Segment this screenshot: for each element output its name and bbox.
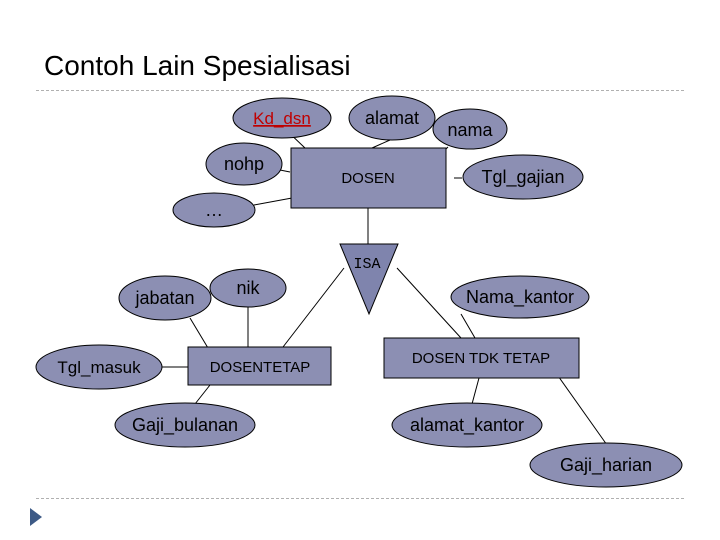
attribute-ellipsis-label: … — [205, 200, 223, 220]
entity-dosen — [290, 147, 447, 209]
entity-dosentetap — [187, 346, 332, 386]
attribute-alamat — [348, 95, 436, 141]
entity-dosen-tdk-tetap — [383, 337, 580, 379]
attribute-alamat-kantor-label: alamat_kantor — [410, 415, 524, 436]
line-alamat-dosen — [371, 139, 391, 149]
attribute-tgl-gajian — [462, 154, 584, 200]
attribute-kd-dsn — [232, 97, 332, 139]
slide-title: Contoh Lain Spesialisasi — [44, 50, 351, 81]
attribute-gaji-bulanan — [114, 402, 256, 448]
attribute-nik — [209, 268, 287, 308]
entity-dosen-label: DOSEN — [341, 170, 394, 187]
line-ellipsis-dosen — [253, 197, 293, 206]
attribute-alamat-kantor — [391, 402, 543, 448]
attribute-kd-dsn-label: Kd_dsn — [253, 109, 311, 128]
attribute-gaji-bulanan-label: Gaji_bulanan — [132, 415, 238, 436]
attribute-tgl-masuk — [35, 344, 163, 390]
title-divider — [36, 90, 684, 91]
attribute-nik-label: nik — [236, 278, 260, 298]
slide-bullet-icon — [30, 508, 42, 526]
line-isa-dosentdktetap — [396, 267, 462, 339]
relationship-lines — [162, 127, 608, 446]
attribute-alamat-label: alamat — [365, 108, 419, 128]
isa-triangle — [339, 243, 399, 316]
attribute-jabatan-label: jabatan — [134, 288, 194, 308]
line-isa-dosentetap — [282, 267, 345, 348]
attribute-jabatan — [118, 275, 212, 321]
line-alamatkantor-dosentdktetap — [471, 377, 480, 405]
line-nohp-dosen — [279, 169, 291, 173]
attribute-nama-kantor-label: Nama_kantor — [466, 287, 574, 308]
attribute-nama-kantor — [450, 275, 590, 319]
attribute-nama-label: nama — [447, 120, 493, 140]
line-gajibulanan-dosentetap — [194, 384, 211, 405]
entity-dosen-tdk-tetap-label: DOSEN TDK TETAP — [412, 350, 550, 367]
isa-label: ISA — [353, 256, 380, 273]
attribute-tgl-masuk-label: Tgl_masuk — [57, 358, 141, 377]
line-jabatan-dosentetap — [189, 317, 209, 349]
attribute-ellipsis — [172, 192, 256, 228]
attribute-gaji-harian-label: Gaji_harian — [560, 455, 652, 476]
footer-divider — [36, 498, 684, 499]
attribute-nama — [432, 108, 508, 150]
attribute-gaji-harian — [529, 442, 683, 488]
entity-dosentetap-label: DOSENTETAP — [210, 359, 311, 376]
line-namakantor-dosentdktetap — [460, 313, 476, 339]
attribute-tgl-gajian-label: Tgl_gajian — [481, 167, 564, 188]
attribute-nohp — [205, 142, 283, 186]
line-gajiharian-dosentdktetap — [555, 372, 608, 446]
attribute-nohp-label: nohp — [224, 154, 264, 174]
